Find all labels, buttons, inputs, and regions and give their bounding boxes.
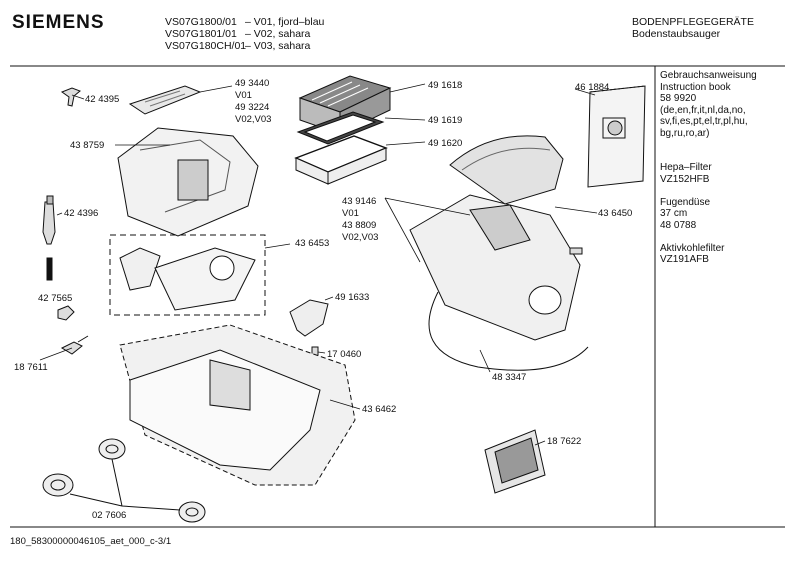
vacuum-body-icon — [409, 194, 581, 341]
part-number: 43 6450 — [598, 208, 633, 219]
sidebar-line — [660, 185, 757, 197]
lid-icon — [449, 135, 564, 205]
part-number: 43 9146 — [342, 196, 377, 207]
part-variant: V02,V03 — [342, 232, 379, 243]
part-number: 42 4396 — [64, 208, 99, 219]
part-number: 02 7606 — [92, 510, 127, 521]
part-number: 49 1620 — [428, 138, 463, 149]
sidebar-line: 48 0788 — [660, 219, 697, 231]
model-codes: VS07G1800/01 VS07G1801/01 VS07G180CH/01 — [165, 16, 246, 52]
part-number: 43 8759 — [70, 140, 105, 151]
part-number: 43 8809 — [342, 220, 377, 231]
model-code: VS07G1800/01 — [165, 16, 237, 28]
dust-bag-icon — [587, 85, 646, 188]
sidebar-line: Aktivkohlefilter — [660, 242, 725, 254]
category-title: BODENPFLEGEGERÄTE — [632, 16, 754, 28]
part-number: 49 3440 — [235, 78, 270, 89]
brand-logo: SIEMENS — [12, 12, 105, 33]
model-variants: – V01, fjord–blau – V02, sahara – V03, s… — [245, 16, 324, 52]
part-variant: V01 — [235, 90, 252, 101]
power-cord-icon — [428, 291, 589, 371]
upper-housing-icon — [117, 127, 259, 237]
filter-cover-icon — [128, 85, 202, 115]
inner-frame-icon — [119, 247, 256, 311]
part-number: 49 3224 — [235, 102, 270, 113]
sidebar-line — [660, 151, 757, 163]
model-code: VS07G180CH/01 — [165, 40, 247, 52]
filter-mat-icon — [294, 135, 388, 185]
sidebar-line: bg,ru,ro,ar) — [660, 127, 710, 139]
sidebar-line: VZ191AFB — [660, 254, 709, 265]
exhaust-filter-icon — [484, 429, 546, 494]
cord-plug-icon — [569, 247, 583, 255]
part-number: 18 7622 — [547, 436, 582, 447]
part-number: 43 6462 — [362, 404, 397, 415]
sidebar-line — [660, 139, 757, 151]
category-subtitle: Bodenstaubsauger — [632, 28, 721, 40]
model-variant: – V01, fjord–blau — [245, 16, 325, 28]
model-variant: – V03, sahara — [245, 40, 311, 52]
part-number: 49 1619 — [428, 115, 463, 126]
sidebar-line: VZ152HFB — [660, 173, 710, 185]
sidebar-line: Instruction book — [660, 81, 731, 93]
sidebar-line: sv,fi,es,pt,el,tr,pl,hu, — [660, 116, 748, 127]
filter-frame-icon — [296, 111, 385, 145]
part-number: 42 7565 — [38, 293, 73, 304]
part-number: 18 7611 — [14, 362, 48, 373]
model-code: VS07G1801/01 — [165, 28, 237, 40]
sidebar-line: Gebrauchsanweisung — [660, 70, 757, 81]
bottom-chassis-icon — [119, 324, 356, 486]
category-block: BODENPFLEGEGERÄTE Bodenstaubsauger — [632, 16, 754, 40]
wheel-icon — [42, 473, 74, 497]
wheel-leader-lines — [69, 458, 181, 511]
assembly-group-box — [109, 234, 266, 316]
cable-hook-icon — [60, 335, 89, 355]
part-number: 49 1633 — [335, 292, 370, 303]
spring-clip-icon — [57, 305, 75, 321]
part-number: 17 0460 — [327, 349, 362, 360]
model-variant: – V02, sahara — [245, 28, 311, 40]
document-footer: 180_58300000046105_aet_000_c-3/1 — [10, 536, 172, 547]
sidebar-line: Fugendüse — [660, 196, 711, 208]
part-number: 46 1884 — [575, 82, 610, 93]
sidebar-line: (de,en,fr,it,nl,da,no, — [660, 104, 746, 116]
sidebar-line: Hepa–Filter — [660, 162, 712, 173]
sidebar-line: 37 cm — [660, 208, 688, 219]
part-number: 48 3347 — [492, 372, 527, 383]
sidebar-line: 58 9920 — [660, 93, 697, 104]
part-leader-lines — [39, 83, 598, 446]
part-variant: V02,V03 — [235, 114, 272, 125]
sidebar-line — [660, 231, 757, 243]
part-variant: V01 — [342, 208, 359, 219]
part-number: 43 6453 — [295, 238, 330, 249]
part-number: 49 1618 — [428, 80, 463, 91]
tube-adapter-icon — [42, 195, 56, 245]
part-number: 42 4395 — [85, 94, 120, 105]
wheel-icon — [178, 501, 206, 523]
bracket-icon — [289, 299, 329, 337]
wheel-icon — [98, 438, 126, 460]
accessory-sidebar: Gebrauchsanweisung Instruction book 58 9… — [660, 70, 757, 266]
clip-part-icon — [60, 87, 81, 107]
seal-strip-icon — [46, 257, 53, 281]
